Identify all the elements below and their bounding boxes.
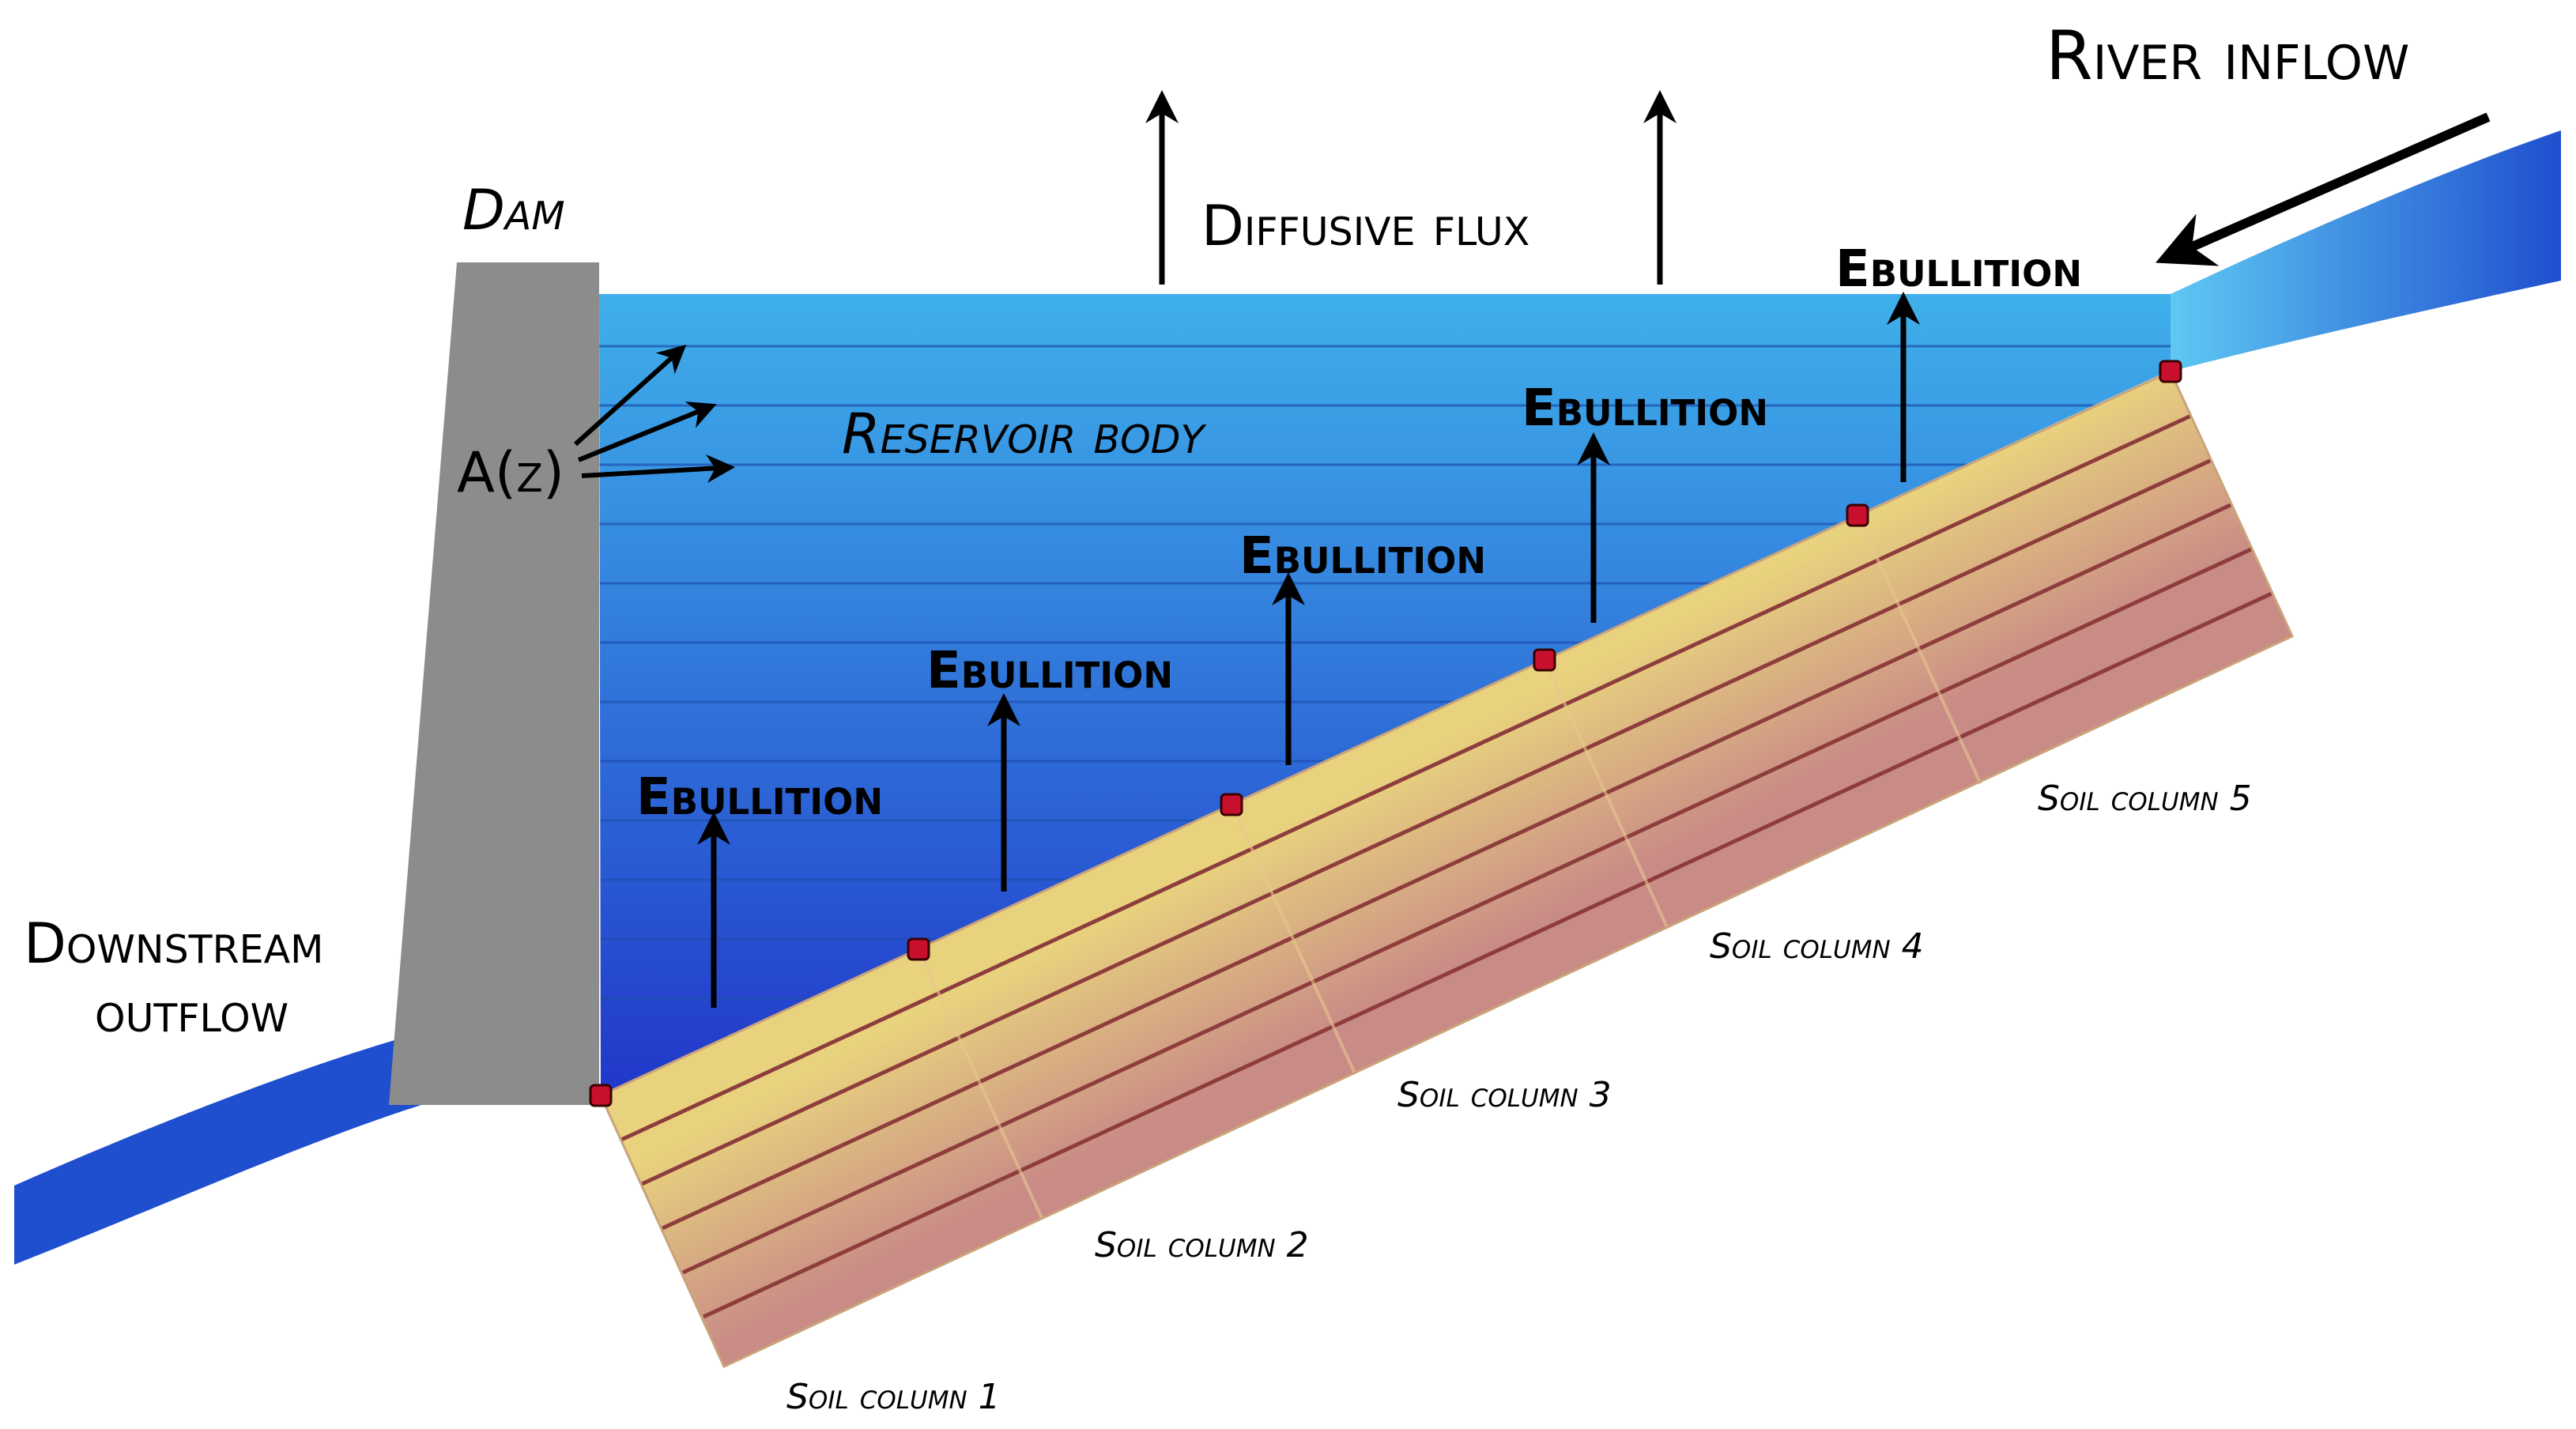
- dam-wall: [389, 262, 599, 1105]
- arrow-icon: [573, 344, 687, 447]
- soil-column-2-label: Soil column 2: [1095, 1225, 1309, 1265]
- river-inflow-stream: [2171, 130, 2561, 371]
- ebullition-arrows: [697, 292, 1920, 1008]
- soil-column-3-label: Soil column 3: [1397, 1075, 1612, 1115]
- soil-column-4-label: Soil column 4: [1710, 926, 1924, 967]
- ebullition-label-2: Ebullition: [926, 642, 1173, 700]
- arrow-icon: [577, 402, 717, 462]
- diagonal-arrow-icon: [2155, 112, 2491, 266]
- downstream-river: [14, 1035, 443, 1265]
- soil-slab: [601, 371, 2292, 1367]
- reservoir-body-label: Reservoir body: [842, 402, 1207, 466]
- downstream-label-line2: outflow: [95, 980, 289, 1045]
- ebullition-label-4: Ebullition: [1522, 379, 1768, 438]
- square-node-icon: [1220, 793, 1243, 816]
- dam-label: Dam: [462, 178, 565, 243]
- ebullition-label-1: Ebullition: [636, 768, 883, 827]
- diffusive-flux-arrows: [1145, 90, 1676, 285]
- soil-layer-lines: [620, 413, 2275, 1319]
- square-node-icon: [589, 1084, 613, 1107]
- square-node-icon: [1846, 503, 1869, 527]
- area-function-label: A(z): [457, 440, 564, 505]
- ebullition-label-5: Ebullition: [1835, 240, 2082, 299]
- soil-column-1-label: Soil column 1: [786, 1377, 1001, 1417]
- arrow-icon: [581, 454, 735, 483]
- square-node-icon: [907, 937, 930, 961]
- ebullition-label-3: Ebullition: [1239, 527, 1486, 586]
- area-arrows: [573, 344, 735, 483]
- soil-column-5-label: Soil column 5: [2038, 779, 2252, 819]
- soil-nodes: [589, 360, 2182, 1107]
- square-node-icon: [1533, 648, 1556, 672]
- soil-column-dividers: [917, 515, 1982, 1219]
- diffusive-flux-label: Diffusive flux: [1201, 194, 1529, 258]
- soil-slab-outline: [599, 370, 2294, 1368]
- downstream-label-line1: Downstream: [24, 911, 323, 976]
- square-node-icon: [2159, 360, 2182, 383]
- river-inflow-label: River inflow: [2046, 17, 2409, 96]
- reservoir-water: [599, 294, 2171, 1095]
